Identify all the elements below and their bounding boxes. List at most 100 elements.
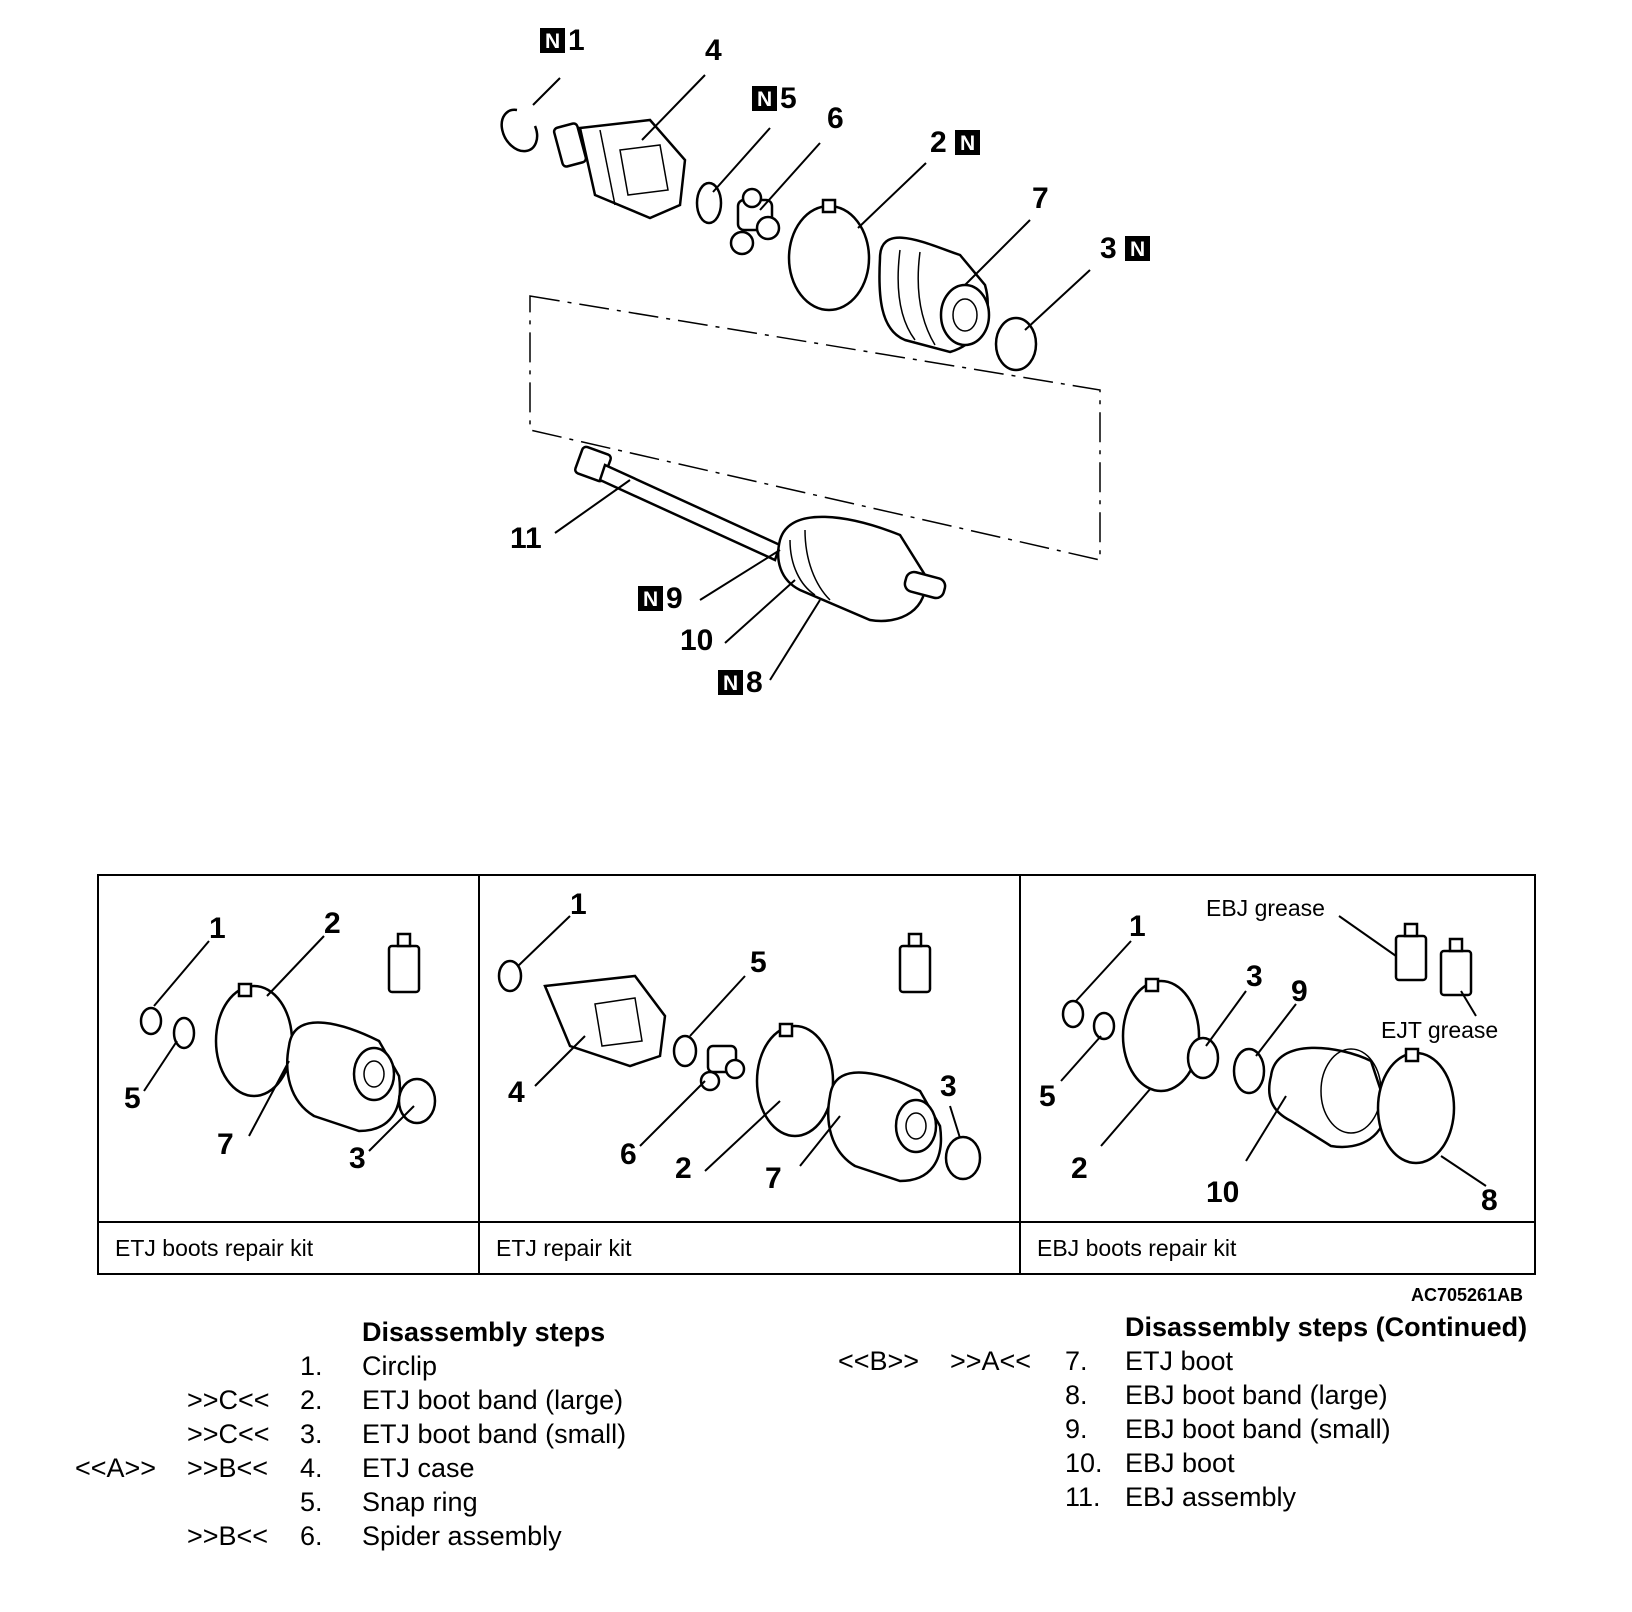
callout-number: 2 — [930, 126, 947, 159]
new-part-marker-label: N — [1130, 238, 1145, 261]
kit-callout-1: 1 — [570, 888, 587, 921]
snap-ring-part-5 — [695, 181, 723, 225]
callout-number: 1 — [568, 24, 585, 57]
step-number: 8. — [1065, 1380, 1088, 1410]
step-number: 10. — [1065, 1448, 1103, 1478]
kit-caption: ETJ boots repair kit — [115, 1235, 314, 1261]
kit-callout-5: 5 — [1039, 1080, 1056, 1113]
callout-number: 5 — [780, 82, 797, 115]
new-part-marker — [718, 670, 743, 695]
kit-callout-5: 5 — [124, 1082, 141, 1115]
new-part-marker-label: N — [643, 588, 658, 611]
new-part-marker — [540, 28, 565, 53]
kit-caption: ETJ repair kit — [496, 1235, 632, 1261]
step-text: Circlip — [362, 1351, 438, 1381]
new-part-marker-label: N — [960, 132, 975, 155]
kit-callout-10: 10 — [1206, 1176, 1239, 1209]
assembly-reference-outline — [529, 295, 1101, 561]
new-part-marker-label: N — [545, 30, 560, 53]
kit-caption-row: ETJ repair kit — [480, 1221, 1019, 1275]
kit-callout-3: 3 — [940, 1070, 957, 1103]
step-service-note-2: >>B<< — [187, 1453, 269, 1483]
step-text: ETJ boot — [1125, 1346, 1234, 1376]
step-text: Snap ring — [362, 1487, 478, 1517]
step-text: EBJ boot — [1125, 1448, 1235, 1478]
step-number: 2. — [300, 1385, 323, 1415]
steps-heading: Disassembly steps (Continued) — [1125, 1312, 1528, 1342]
callout-number: 9 — [666, 582, 683, 615]
new-part-marker — [1125, 236, 1150, 261]
kit-callout-7: 7 — [765, 1162, 782, 1195]
step-text: ETJ boot band (small) — [362, 1419, 627, 1449]
etj-boot-part-7 — [878, 236, 991, 354]
ebj-assembly-part-11 — [573, 445, 947, 623]
kit-caption-row: EBJ boots repair kit — [1021, 1221, 1536, 1275]
new-part-marker — [752, 86, 777, 111]
step-text: Spider assembly — [362, 1521, 562, 1551]
kit-callout-3: 3 — [1246, 960, 1263, 993]
kit-callout-2: 2 — [675, 1152, 692, 1185]
kit-callout-2: 2 — [1071, 1152, 1088, 1185]
callout-number: 4 — [705, 34, 722, 67]
step-number: 3. — [300, 1419, 323, 1449]
callout-number: 8 — [746, 666, 763, 699]
step-number: 9. — [1065, 1414, 1088, 1444]
callout-11: 11 — [510, 522, 542, 555]
new-part-marker-label: N — [757, 88, 772, 111]
kit-callout-2: 2 — [324, 907, 341, 940]
step-service-note-1: <<A>> — [75, 1453, 157, 1483]
callout-4: 4 — [705, 34, 722, 67]
step-number: 7. — [1065, 1346, 1088, 1376]
callout-number: 3 — [1100, 232, 1117, 265]
step-number: 11. — [1065, 1482, 1101, 1512]
grease-label: EJT grease — [1381, 1017, 1498, 1043]
step-service-note-2: >>C<< — [187, 1419, 270, 1449]
step-text: ETJ case — [362, 1453, 475, 1483]
callout-6: 6 — [827, 102, 844, 135]
step-text: ETJ boot band (large) — [362, 1385, 624, 1415]
callout-10: 10 — [680, 624, 713, 657]
step-service-note-2: >>C<< — [187, 1385, 270, 1415]
new-part-marker — [955, 130, 980, 155]
spider-assembly-part-6 — [729, 187, 781, 256]
disassembly-steps-right: Disassembly steps (Continued) <<B>> >>A<<… — [800, 1310, 1632, 1540]
kit-callout-3: 3 — [349, 1142, 366, 1175]
new-part-marker — [638, 586, 663, 611]
step-text: EBJ assembly — [1125, 1482, 1297, 1512]
step-number: 1. — [300, 1351, 323, 1381]
step-number: 4. — [300, 1453, 323, 1483]
step-service-note-1: <<B>> — [838, 1346, 920, 1376]
figure-code: AC705261AB — [1411, 1285, 1524, 1305]
kit-callout-1: 1 — [209, 912, 226, 945]
callout-number: 6 — [827, 102, 844, 135]
kit-callout-4: 4 — [508, 1076, 525, 1109]
kit-caption-row: ETJ boots repair kit — [99, 1221, 478, 1275]
circlip-part-1 — [500, 108, 539, 153]
etj-boot-band-small-part-3 — [994, 316, 1038, 372]
kit-callout-9: 9 — [1291, 975, 1308, 1008]
etj-case-part-4 — [552, 118, 687, 220]
callout-number: 7 — [1032, 182, 1049, 215]
step-number: 6. — [300, 1521, 323, 1551]
callout-7: 7 — [1032, 182, 1049, 215]
etj-boot-band-large-part-2 — [787, 198, 871, 312]
step-text: EBJ boot band (large) — [1125, 1380, 1388, 1410]
callout-number: 11 — [510, 522, 542, 555]
steps-heading: Disassembly steps — [362, 1317, 606, 1347]
step-service-note-2: >>A<< — [950, 1346, 1032, 1376]
